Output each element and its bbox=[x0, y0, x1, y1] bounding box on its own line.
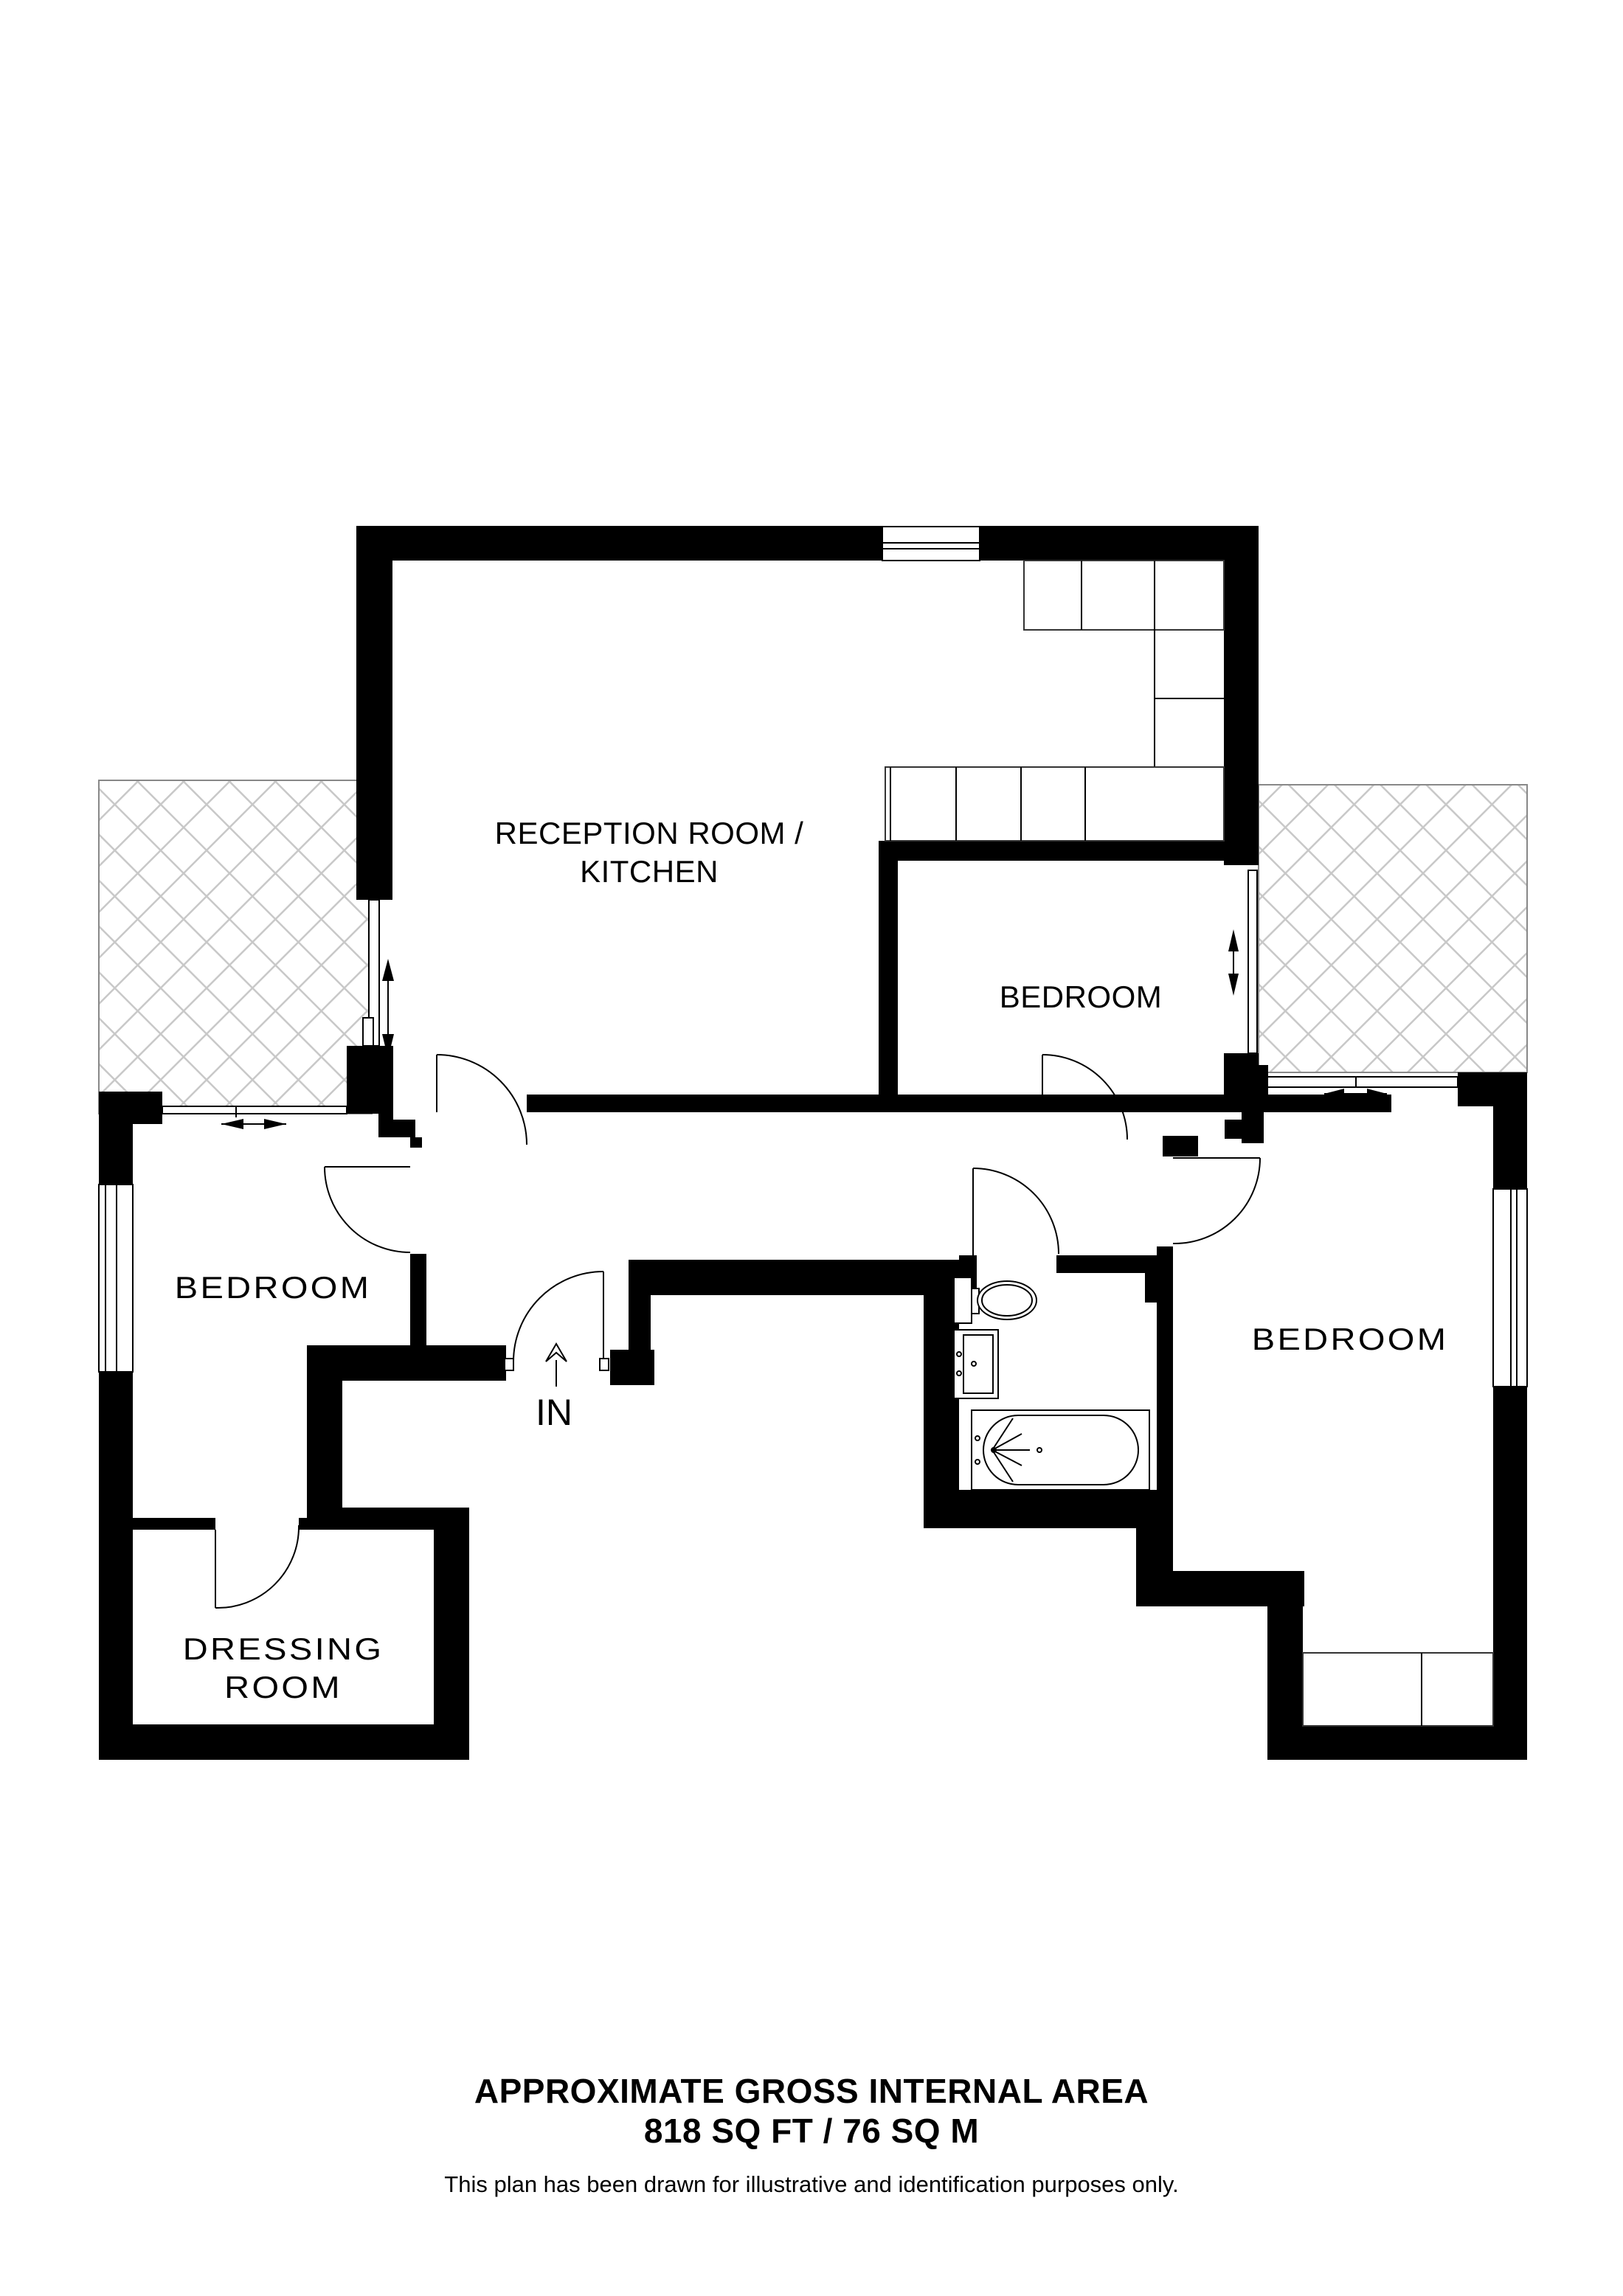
room-label-bedroom-left: BEDROOM bbox=[149, 1269, 397, 1307]
room-label-reception-line1: RECEPTION ROOM / bbox=[494, 816, 804, 850]
room-label-text: BEDROOM bbox=[999, 979, 1163, 1014]
room-label-reception: RECEPTION ROOM / KITCHEN bbox=[443, 814, 856, 891]
area-title: APPROXIMATE GROSS INTERNAL AREA bbox=[474, 2072, 1149, 2110]
door-right-bedroom bbox=[1172, 1157, 1261, 1245]
room-label-text: BEDROOM bbox=[174, 1270, 372, 1305]
entrance-label: IN bbox=[536, 1392, 572, 1433]
room-label-dressing-line2: ROOM bbox=[224, 1670, 342, 1704]
room-label-dressing-room: DRESSING ROOM bbox=[159, 1630, 407, 1707]
door-left-bedroom bbox=[324, 1166, 411, 1253]
balcony-left bbox=[98, 780, 373, 1114]
door-dressing-room bbox=[215, 1525, 300, 1609]
room-label-reception-line2: KITCHEN bbox=[580, 854, 719, 889]
toilet-icon bbox=[953, 1277, 1037, 1324]
arrow-up-icon bbox=[545, 1342, 567, 1387]
disclaimer: This plan has been drawn for illustrativ… bbox=[444, 2171, 1179, 2197]
room-label-bedroom-top-right: BEDROOM bbox=[959, 978, 1202, 1016]
door-reception bbox=[436, 1054, 527, 1145]
kitchen-units bbox=[885, 560, 1225, 842]
balcony-right bbox=[1258, 784, 1528, 1073]
door-bathroom bbox=[972, 1168, 1059, 1257]
bathtub-icon bbox=[971, 1409, 1150, 1491]
window-right-bedroom bbox=[1492, 1188, 1528, 1387]
room-label-bedroom-right: BEDROOM bbox=[1226, 1320, 1474, 1359]
room-label-dressing-line1: DRESSING bbox=[182, 1631, 384, 1666]
door-entrance bbox=[504, 1271, 609, 1371]
area-value: 818 SQ FT / 76 SQ M bbox=[643, 2112, 980, 2150]
walls bbox=[99, 526, 1527, 1760]
wardrobe-right-bedroom bbox=[1302, 1652, 1494, 1727]
sliding-door-left-bedroom bbox=[162, 1106, 347, 1129]
door-top-right-bedroom bbox=[1042, 1054, 1128, 1140]
window-top bbox=[882, 526, 980, 561]
sink-icon bbox=[953, 1329, 999, 1399]
sliding-door-right-bedroom bbox=[1267, 1076, 1458, 1099]
window-left-bedroom bbox=[98, 1184, 134, 1373]
sliding-door-top-right-bedroom bbox=[1228, 870, 1258, 1054]
room-label-text: BEDROOM bbox=[1251, 1322, 1449, 1356]
sliding-door-reception bbox=[362, 899, 394, 1058]
